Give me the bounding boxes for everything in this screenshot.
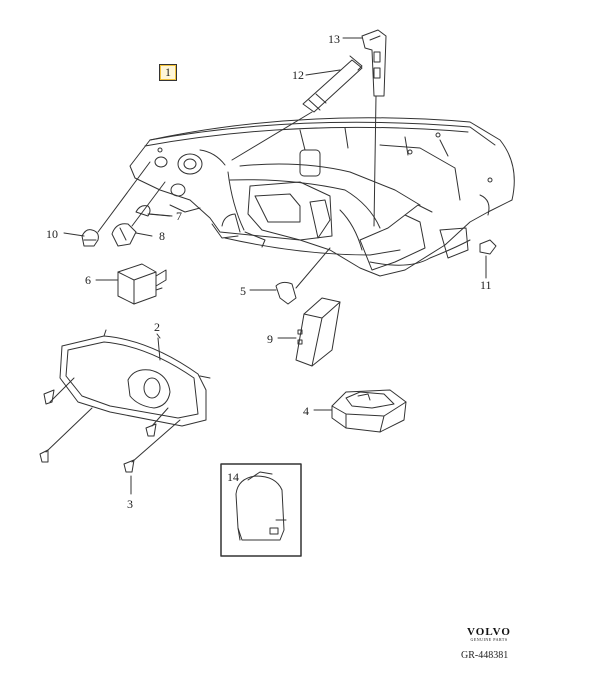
callout-9[interactable]: 9 — [267, 332, 273, 346]
callout-2[interactable]: 2 — [154, 320, 160, 334]
diagram-reference: GR-448381 — [461, 650, 509, 661]
callout-4[interactable]: 4 — [303, 404, 309, 418]
part-10-bulb — [81, 161, 151, 247]
part-2-lamp-housing — [59, 329, 211, 427]
callout-5[interactable]: 5 — [240, 284, 246, 298]
part-6-ballast — [117, 263, 167, 305]
part-4-light-base — [331, 389, 407, 433]
callout-12[interactable]: 12 — [292, 68, 304, 82]
callout-8[interactable]: 8 — [159, 229, 165, 243]
part-3-screws — [39, 377, 181, 473]
callout-7[interactable]: 7 — [176, 209, 182, 223]
callout-labels: 13 12 10 7 8 6 5 11 2 9 4 3 14 — [46, 32, 492, 511]
callout-6[interactable]: 6 — [85, 273, 91, 287]
part-8-socket — [111, 181, 166, 247]
brand-tagline: GENUINE PARTS — [470, 637, 508, 642]
callout-14[interactable]: 14 — [227, 470, 239, 484]
callout-10[interactable]: 10 — [46, 227, 58, 241]
headlamp-housing — [129, 117, 515, 277]
callout-11[interactable]: 11 — [480, 278, 492, 292]
part-12-bulb-holder — [231, 55, 363, 161]
part-9-control-module — [295, 297, 341, 367]
callout-1-selected[interactable]: 1 — [159, 64, 177, 81]
brand-name: VOLVO — [467, 626, 511, 638]
leader-lines — [63, 37, 487, 495]
part-5-bulb — [275, 247, 331, 305]
part-13-bracket — [361, 29, 387, 227]
part-14-inset — [220, 463, 302, 557]
callout-13[interactable]: 13 — [328, 32, 340, 46]
callout-3[interactable]: 3 — [127, 497, 133, 511]
part-11-clip — [479, 239, 497, 273]
brand-logo: VOLVO GENUINE PARTS — [458, 626, 520, 642]
